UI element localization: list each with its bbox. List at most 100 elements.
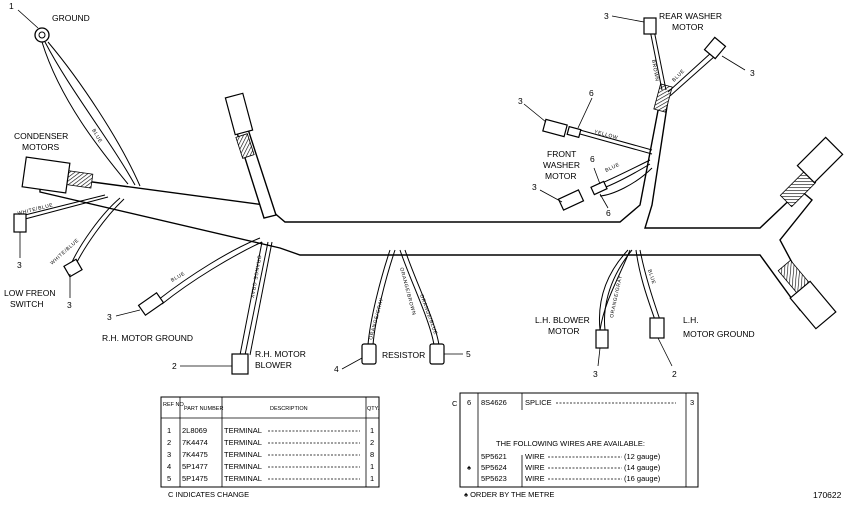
wire-label: ORANGE-GRAY xyxy=(248,255,262,299)
callout-number: 6 xyxy=(590,154,595,164)
table-row: (14 gauge) xyxy=(624,463,661,472)
table-row: 5P5623 xyxy=(481,474,507,483)
table-row: 8 xyxy=(370,450,374,459)
wire-label: ORANGE/GRAY xyxy=(368,297,385,341)
table-row: TERMINAL xyxy=(224,426,262,435)
label-rh-motor-blower: R.H. MOTOR xyxy=(255,349,306,359)
callout-number: 3 xyxy=(107,312,112,322)
label-low-freon-switch: SWITCH xyxy=(10,299,44,309)
table-row: 2 xyxy=(167,438,171,447)
table-row: WIRE xyxy=(525,474,545,483)
table-row: (12 gauge) xyxy=(624,452,661,461)
table-row: 7K4474 xyxy=(182,438,208,447)
table-row: 6 xyxy=(467,398,471,407)
right-upper-connector xyxy=(796,136,844,184)
callout-number: 3 xyxy=(750,68,755,78)
table-row: 1 xyxy=(370,426,374,435)
label-front-washer-motor: FRONT xyxy=(547,149,576,159)
table-row: TERMINAL xyxy=(224,462,262,471)
table-row: WIRE xyxy=(525,452,545,461)
front-washer-terminal-a xyxy=(542,118,568,138)
right-lower-connector xyxy=(789,280,837,330)
label-rear-washer-motor: REAR WASHER xyxy=(659,11,722,21)
wire-label: BLUE xyxy=(90,128,103,144)
callout-number: 6 xyxy=(589,88,594,98)
table-row: 3 xyxy=(167,450,171,459)
callout-number: 3 xyxy=(532,182,537,192)
table-row: 5P1475 xyxy=(182,474,208,483)
label-lh-blower-motor: L.H. BLOWER xyxy=(535,315,590,325)
parts-table-header-qty: QTY. xyxy=(367,406,380,412)
callout-number: 4 xyxy=(334,364,339,374)
table-row: 5P5621 xyxy=(481,452,507,461)
wire-label: ORANGE/BLUE xyxy=(418,294,438,336)
front-washer-terminal-b xyxy=(557,189,585,211)
parts-table: REF NO. PART NUMBER DESCRIPTION QTY. 1 2… xyxy=(160,396,380,499)
callout-number: 3 xyxy=(604,11,609,21)
rear-washer-terminal-b xyxy=(703,36,727,60)
sleeve-top xyxy=(235,133,255,159)
table-row: WIRE xyxy=(525,463,545,472)
resistor-terminal-a xyxy=(361,343,377,365)
wire-label: BLUE xyxy=(646,269,657,286)
callout-number: 2 xyxy=(172,361,177,371)
table-row: 2L8069 xyxy=(182,426,207,435)
table-row: 4 xyxy=(167,462,171,471)
table-row: 3 xyxy=(690,398,694,407)
parts-table-header-part: PART NUMBER xyxy=(184,406,223,412)
callout-number: 3 xyxy=(593,369,598,379)
table-row: 1 xyxy=(167,426,171,435)
harness-trunk xyxy=(39,99,813,312)
callout-number: 1 xyxy=(9,1,14,11)
callout-number: 6 xyxy=(606,208,611,218)
rh-ground-terminal xyxy=(137,291,165,317)
resistor-terminal-b xyxy=(429,343,445,365)
label-front-washer-motor: WASHER xyxy=(543,160,580,170)
wire-label: BLUE xyxy=(604,162,621,174)
wires-heading: THE FOLLOWING WIRES ARE AVAILABLE: xyxy=(496,439,645,448)
wire-label: BLUE xyxy=(170,271,186,284)
rear-washer-terminal-a xyxy=(643,17,657,35)
label-ground: GROUND xyxy=(52,13,90,23)
label-condenser-motors: MOTORS xyxy=(22,142,59,152)
change-indicator: C xyxy=(452,399,458,408)
wire-label: BLUE xyxy=(671,68,686,83)
lh-blower-terminal xyxy=(595,329,609,349)
label-front-washer-motor: MOTOR xyxy=(545,171,576,181)
top-connector xyxy=(224,92,254,136)
sleeve-rear xyxy=(653,83,673,113)
lh-ground-terminal xyxy=(649,317,665,339)
low-freon-terminal-b xyxy=(63,258,83,278)
wire-label: BROWN xyxy=(650,59,660,82)
callout-number: 5 xyxy=(466,349,471,359)
table-row: 8S4626 xyxy=(481,398,507,407)
parts-table-note: C INDICATES CHANGE xyxy=(168,490,249,499)
table-row: 5P5624 xyxy=(481,463,507,472)
parts-table-header-ref: REF NO. xyxy=(163,402,186,408)
label-condenser-motors: CONDENSER xyxy=(14,131,68,141)
table-row: (16 gauge) xyxy=(624,474,661,483)
callout-number: 3 xyxy=(67,300,72,310)
table-row: TERMINAL xyxy=(224,474,262,483)
table-row: 7K4475 xyxy=(182,450,208,459)
label-rh-motor-blower: BLOWER xyxy=(255,360,292,370)
label-low-freon-switch: LOW FREON xyxy=(4,288,55,298)
front-washer-splice-a xyxy=(566,125,582,139)
callout-number: 3 xyxy=(17,260,22,270)
front-washer-splice-b xyxy=(590,180,608,196)
wire-label: ORANGE/GRAY xyxy=(609,275,624,319)
label-lh-motor-ground: L.H. xyxy=(683,315,699,325)
table-row: 2 xyxy=(370,438,374,447)
table-row: 5P1477 xyxy=(182,462,208,471)
rh-blower-terminal xyxy=(231,353,249,375)
figure-number: 170622 xyxy=(813,490,842,500)
table-row: TERMINAL xyxy=(224,450,262,459)
low-freon-terminal-a xyxy=(13,213,27,233)
splice-table: C 6 8S4626 SPLICE 3 THE FOLLOWING WIRES … xyxy=(452,392,699,499)
table-row: 5 xyxy=(167,474,171,483)
table-row: ♠ xyxy=(467,463,471,472)
label-resistor: RESISTOR xyxy=(382,350,425,360)
label-lh-blower-motor: MOTOR xyxy=(548,326,579,336)
label-rh-motor-ground: R.H. MOTOR GROUND xyxy=(102,333,193,343)
callout-number: 3 xyxy=(518,96,523,106)
